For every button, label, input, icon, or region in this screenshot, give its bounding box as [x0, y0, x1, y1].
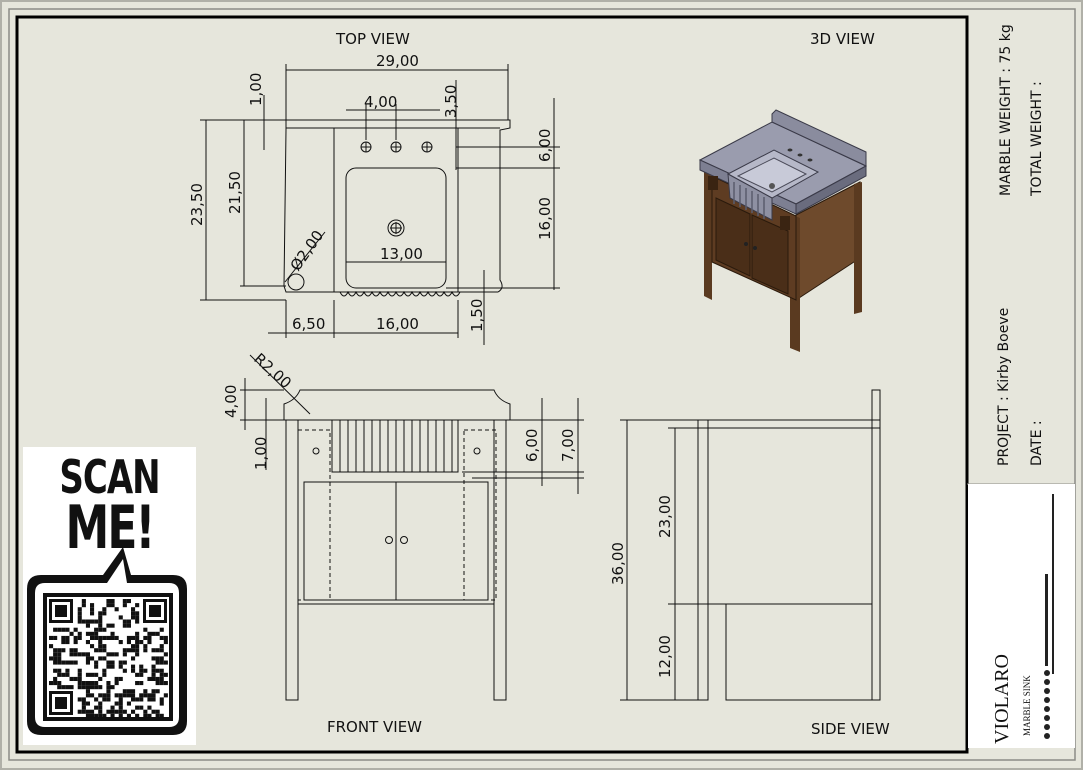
project-name: PROJECT : Kirby Boeve	[996, 308, 1012, 466]
scan-line-2: ME!	[65, 494, 156, 563]
brand-panel: VIOLARO MARBLE SINK	[968, 484, 1075, 748]
dim-hole-depth: 6,00	[536, 129, 554, 162]
top-view	[200, 64, 560, 345]
dim-splash-height: 4,00	[222, 385, 240, 418]
scan-me-panel: SCAN ME!	[23, 447, 196, 745]
dim-bowl-depth: 16,00	[536, 197, 554, 240]
view-label-top: TOP VIEW	[335, 30, 410, 48]
vanity-3d-render	[698, 109, 868, 352]
social-icons	[1044, 494, 1054, 739]
front-view	[240, 354, 584, 701]
side-view	[620, 389, 881, 701]
brand-tagline: MARBLE SINK	[1022, 675, 1032, 736]
top-view-dimension-labels: 29,00 4,00 1,00 3,50 23,50 21,50 6,00 16…	[188, 52, 554, 333]
dim-slab: 1,00	[252, 437, 270, 470]
side-view-dimension-labels: 36,00 23,00 12,00	[609, 495, 674, 678]
brand-logo-text: VIOLARO	[991, 654, 1013, 744]
dim-apron: 6,00	[523, 429, 541, 462]
dim-depth-total: 23,50	[188, 183, 206, 226]
dim-width-total: 29,00	[376, 52, 419, 70]
dim-depth-inner: 21,50	[226, 171, 244, 214]
total-weight: TOTAL WEIGHT :	[1029, 81, 1045, 197]
dim-hole-offset: 3,50	[442, 85, 460, 118]
date-label: DATE :	[1029, 420, 1045, 466]
scan-line-1: SCAN	[59, 450, 160, 505]
dim-bowl-width: 16,00	[376, 315, 419, 333]
scan-me-text: SCAN ME!	[23, 455, 196, 558]
dim-height-total: 36,00	[609, 542, 627, 585]
dim-faucet-spacing: 4,00	[364, 93, 397, 111]
dim-left-offset: 6,50	[292, 315, 325, 333]
dim-upper: 23,00	[656, 495, 674, 538]
dim-front-offset: 1,50	[468, 299, 486, 332]
dim-apron-total: 7,00	[559, 429, 577, 462]
view-label-side: SIDE VIEW	[811, 720, 890, 738]
view-label-3d: 3D VIEW	[810, 30, 875, 48]
qr-code-icon[interactable]	[27, 547, 187, 735]
view-label-front: FRONT VIEW	[327, 718, 422, 736]
marble-weight: MARBLE WEIGHT : 75 kg	[998, 24, 1014, 196]
dim-drain-width: 13,00	[380, 245, 423, 263]
dim-lower: 12,00	[656, 635, 674, 678]
dim-backsplash: 1,00	[247, 73, 265, 106]
